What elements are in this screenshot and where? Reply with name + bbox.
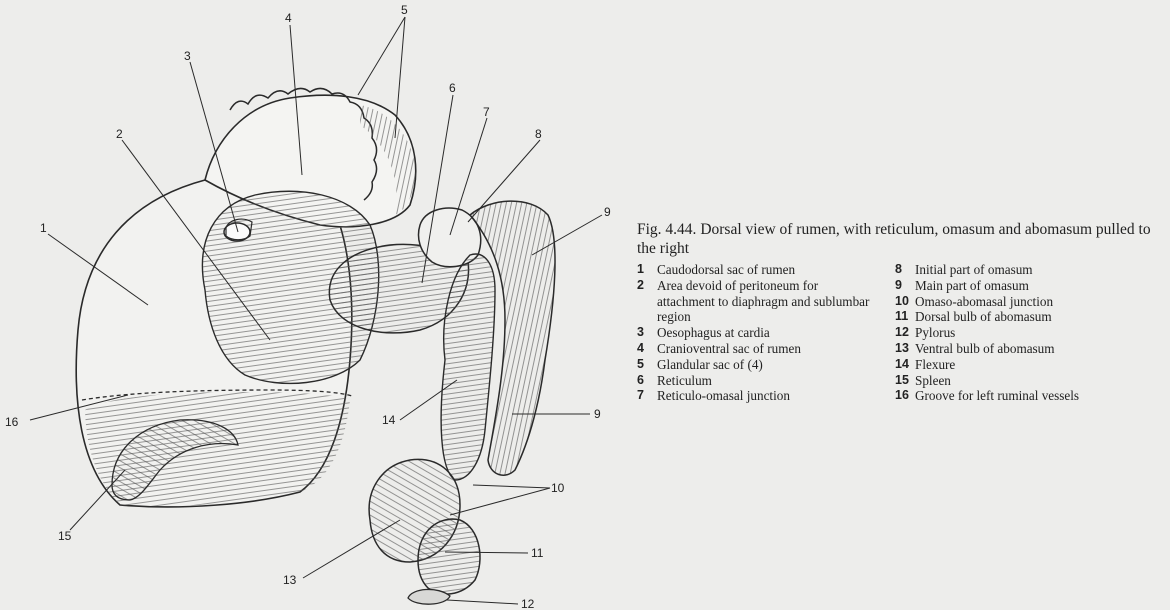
label-15: 15 [58,529,72,543]
figure-caption: Fig. 4.44. Dorsal view of rumen, with re… [637,220,1157,258]
label-10: 10 [551,481,565,495]
legend-text: Reticulo-omasal junction [657,388,877,404]
legend-text: Caudodorsal sac of rumen [657,262,877,278]
label-8: 8 [535,127,542,141]
legend-number: 14 [895,357,915,373]
legend-number: 12 [895,325,915,341]
label-13: 13 [283,573,297,587]
legend-text: Dorsal bulb of abomasum [915,309,1170,325]
label-5: 5 [401,3,408,17]
legend-text: Ventral bulb of abomasum [915,341,1170,357]
caption-text: Dorsal view of rumen, with reticulum, om… [637,221,1151,257]
legend-text: Groove for left ruminal vessels [915,388,1170,404]
label-14: 14 [382,413,396,427]
legend-number: 10 [895,294,915,310]
label-7: 7 [483,105,490,119]
label-6: 6 [449,81,456,95]
legend-number: 8 [895,262,915,278]
legend-number: 1 [637,262,657,278]
label-3: 3 [184,49,191,63]
legend-text: Initial part of omasum [915,262,1170,278]
label-1: 1 [40,221,47,235]
legend-number: 2 [637,278,657,325]
legend-number: 7 [637,388,657,404]
label-11: 11 [531,546,544,560]
legend-number: 15 [895,373,915,389]
legend-text: Oesophagus at cardia [657,325,877,341]
figure-number: Fig. 4.44. [637,221,696,238]
legend-number: 16 [895,388,915,404]
legend-text: Spleen [915,373,1170,389]
legend-text: Main part of omasum [915,278,1170,294]
legend-number: 6 [637,373,657,389]
legend-text: Area devoid of peritoneum for attachment… [657,278,877,325]
label-16: 16 [5,415,19,429]
dorsal-bulb-abomasum [418,519,480,594]
legend-number: 11 [895,309,915,325]
pylorus-shape [408,589,450,604]
legend-number: 4 [637,341,657,357]
legend-text: Pylorus [915,325,1170,341]
legend-text: Omaso-abomasal junction [915,294,1170,310]
legend-number: 9 [895,278,915,294]
legend-number: 3 [637,325,657,341]
label-9b: 9 [594,407,601,421]
label-4: 4 [285,11,292,25]
legend-number: 5 [637,357,657,373]
legend-text: Flexure [915,357,1170,373]
legend-number: 13 [895,341,915,357]
legend-text: Glandular sac of (4) [657,357,877,373]
label-12: 12 [521,597,535,610]
label-9a: 9 [604,205,611,219]
label-2: 2 [116,127,123,141]
legend-text: Cranioventral sac of rumen [657,341,877,357]
legend-text: Reticulum [657,373,877,389]
